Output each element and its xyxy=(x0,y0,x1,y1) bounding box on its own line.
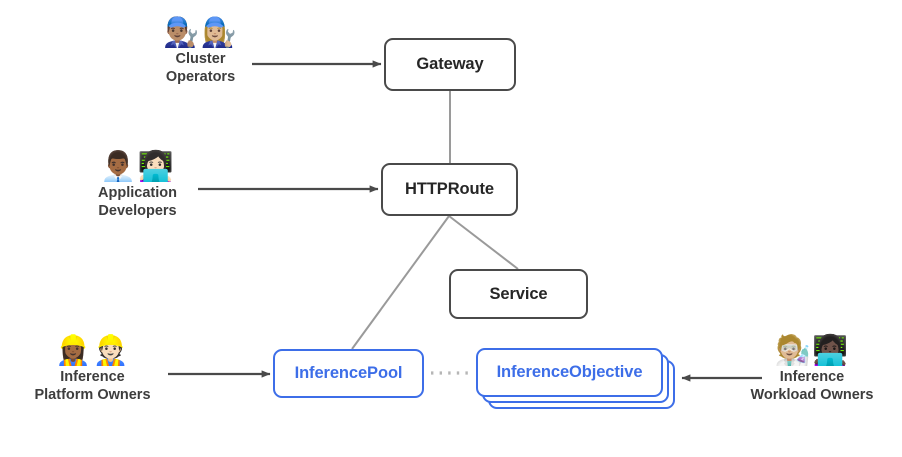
cluster-operators-icon: 👨🏽‍🔧👩🏼‍🔧 xyxy=(163,17,238,49)
cluster-operators-label-line-1: Cluster xyxy=(175,51,226,67)
application-developers-label-line-2: Developers xyxy=(98,203,177,219)
inference-platform-owners-icon: 👷🏾‍♀️👷🏻 xyxy=(55,335,130,367)
node-httproute[interactable]: HTTPRoute xyxy=(381,163,518,216)
edge-httproute-service xyxy=(448,215,519,270)
actor-inference-workload-owners: 🧑🏼‍🔬👩🏿‍💻 Inference Workload Owners xyxy=(722,334,902,404)
inference-workload-owners-label-line-1: Inference xyxy=(779,369,845,385)
inference-platform-owners-label-line-1: Inference xyxy=(60,369,125,385)
actor-inference-platform-owners: 👷🏾‍♀️👷🏻 Inference Platform Owners xyxy=(5,334,180,404)
node-inferenceobjective-stack[interactable]: InferenceObjective xyxy=(476,348,676,410)
application-developers-icon: 👨🏾‍💼👩🏻‍💻 xyxy=(100,151,175,183)
node-service[interactable]: Service xyxy=(449,269,588,319)
inference-platform-owners-label-line-2: Platform Owners xyxy=(34,387,151,403)
node-service-label: Service xyxy=(489,284,548,303)
inference-workload-owners-label-line-2: Workload Owners xyxy=(750,387,874,403)
node-inferencepool-label: InferencePool xyxy=(294,364,403,382)
node-httproute-label: HTTPRoute xyxy=(405,180,494,198)
node-inferenceobjective[interactable]: InferenceObjective xyxy=(476,348,663,397)
node-inferenceobjective-label: InferenceObjective xyxy=(496,363,643,381)
node-gateway[interactable]: Gateway xyxy=(384,38,516,91)
node-gateway-label: Gateway xyxy=(416,55,484,73)
node-inferencepool[interactable]: InferencePool xyxy=(273,349,424,398)
edge-httproute-inferencepool xyxy=(351,215,450,350)
application-developers-label-line-1: Application xyxy=(98,185,177,201)
actor-application-developers: 👨🏾‍💼👩🏻‍💻 Application Developers xyxy=(55,150,220,220)
actor-cluster-operators: 👨🏽‍🔧👩🏼‍🔧 Cluster Operators xyxy=(118,16,283,86)
cluster-operators-label-line-2: Operators xyxy=(165,69,236,85)
inference-workload-owners-icon: 🧑🏼‍🔬👩🏿‍💻 xyxy=(774,335,850,367)
